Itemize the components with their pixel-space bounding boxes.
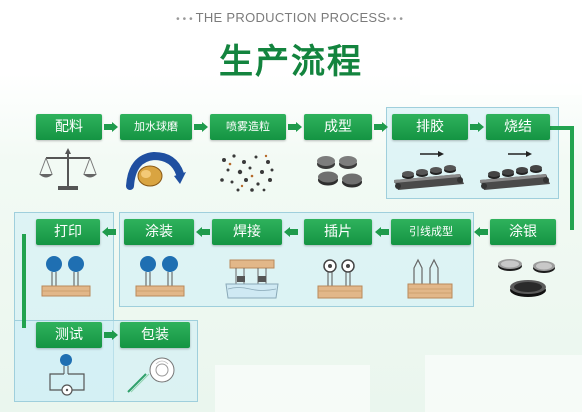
page-title: 生产流程	[219, 42, 363, 82]
step-testing: 测试	[36, 322, 102, 348]
step-debinding: 排胶	[392, 114, 468, 140]
subtitle-dots-left: •••	[176, 14, 196, 25]
arrow-right-5	[470, 122, 484, 132]
subtitle-text: THE PRODUCTION PROCESS	[195, 10, 387, 25]
connector-right-top	[548, 126, 574, 130]
subtitle-dots-right: •••	[386, 14, 406, 25]
arrow-left-3	[284, 227, 298, 237]
subtitle: •••THE PRODUCTION PROCESS•••	[0, 10, 582, 25]
arrow-right-3	[288, 122, 302, 132]
solder-bath-icon	[225, 259, 279, 299]
ghost-block-bottom-right	[425, 355, 582, 412]
step-printing: 打印	[36, 219, 100, 245]
step-forming: 成型	[304, 114, 372, 140]
step-spray-granulation: 喷雾造粒	[210, 114, 286, 140]
step-packaging: 包装	[120, 322, 190, 348]
tape-reel-icon	[127, 357, 175, 393]
arrow-left-4	[196, 227, 210, 237]
arrow-left-5	[102, 227, 116, 237]
multimeter-icon	[49, 354, 85, 396]
arrow-right-2	[194, 122, 208, 132]
step-silver-coating: 涂银	[490, 219, 556, 245]
conveyor-kiln-icon	[394, 151, 464, 190]
insert-icon	[317, 259, 363, 299]
arrow-right-6	[104, 330, 118, 340]
step-lead-forming: 引线成型	[391, 219, 471, 245]
connector-left-vertical	[22, 234, 26, 328]
ball-mill-icon	[126, 151, 186, 190]
step-sintering: 烧结	[486, 114, 550, 140]
coated-component-icon	[135, 256, 185, 297]
printed-component-icon	[41, 256, 91, 297]
ghost-block-top-right	[420, 0, 582, 95]
arrow-right-4	[374, 122, 388, 132]
step-ball-milling: 加水球磨	[120, 114, 192, 140]
lead-forming-icon	[407, 258, 453, 299]
connector-right-vertical	[570, 126, 574, 230]
step-coating: 涂装	[124, 219, 194, 245]
arrow-right-1	[104, 122, 118, 132]
step-welding: 焊接	[212, 219, 282, 245]
step-batching: 配料	[36, 114, 102, 140]
granules-icon	[220, 154, 274, 192]
arrow-left-2	[375, 227, 389, 237]
silver-disc-icon	[498, 259, 555, 297]
pressed-discs-icon	[317, 156, 362, 188]
ghost-block-bottom	[215, 365, 370, 412]
balance-scale-icon	[39, 148, 97, 190]
arrow-left-1	[474, 227, 488, 237]
conveyor-kiln-icon-2	[480, 151, 550, 190]
step-insertion: 插片	[304, 219, 372, 245]
